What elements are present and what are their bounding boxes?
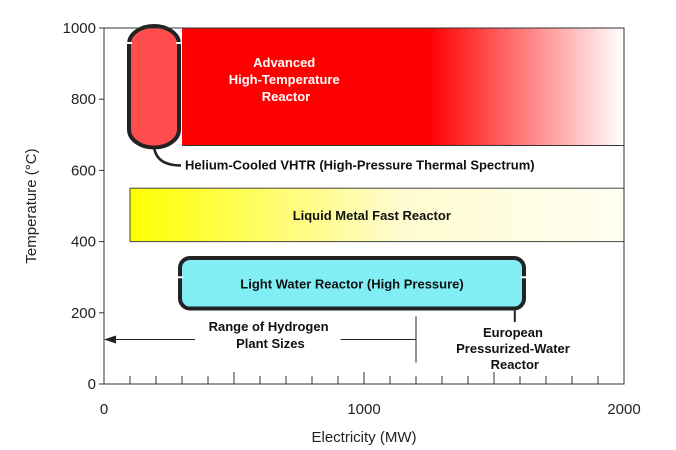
y-tick-label: 200 [71, 305, 96, 322]
x-tick-label: 1000 [347, 401, 380, 418]
hydrogen-range-label-line: Range of Hydrogen [209, 319, 329, 334]
region-liquid-metal-fast-reactor-label: Liquid Metal Fast Reactor [293, 208, 451, 223]
epr-label-line: Pressurized-Water [456, 341, 570, 356]
x-tick-label: 2000 [607, 401, 640, 418]
x-axis-title: Electricity (MW) [312, 429, 417, 446]
epr-label-line: Reactor [491, 357, 539, 372]
y-axis-title: Temperature (°C) [23, 148, 40, 263]
x-tick-label: 0 [100, 401, 108, 418]
hydrogen-range-label-line: Plant Sizes [236, 336, 305, 351]
region-helium-cooled-vhtr [127, 24, 181, 150]
y-tick-label: 800 [71, 91, 96, 108]
region-light-water-reactor-label: Light Water Reactor (High Pressure) [240, 276, 463, 291]
region-advanced-htr-label-line: High-Temperature [229, 72, 340, 87]
y-tick-label: 0 [88, 376, 96, 393]
region-advanced-htr-label-line: Advanced [253, 55, 315, 70]
region-advanced-htr-label: Advanced High-Temperature Reactor [229, 55, 344, 104]
region-light-water-reactor [178, 255, 526, 311]
region-advanced-htr [182, 28, 624, 146]
region-liquid-metal-fast-reactor [129, 187, 625, 243]
y-tick-label: 400 [71, 234, 96, 251]
hydrogen-range-arrowhead [104, 335, 116, 344]
axis-ticks: 0 200 400 600 800 1000 0 1000 2000 [63, 20, 641, 418]
region-helium-cooled-vhtr-label: Helium-Cooled VHTR (High-Pressure Therma… [185, 157, 535, 172]
y-tick-label: 600 [71, 162, 96, 179]
y-tick-label: 1000 [63, 20, 96, 37]
vhtr-leader-line [152, 146, 182, 167]
epr-label-line: European [483, 325, 543, 340]
region-advanced-htr-label-line: Reactor [262, 89, 310, 104]
hydrogen-range-label: Range of Hydrogen Plant Sizes [209, 319, 333, 351]
epr-label: European Pressurized-Water Reactor [456, 325, 573, 372]
